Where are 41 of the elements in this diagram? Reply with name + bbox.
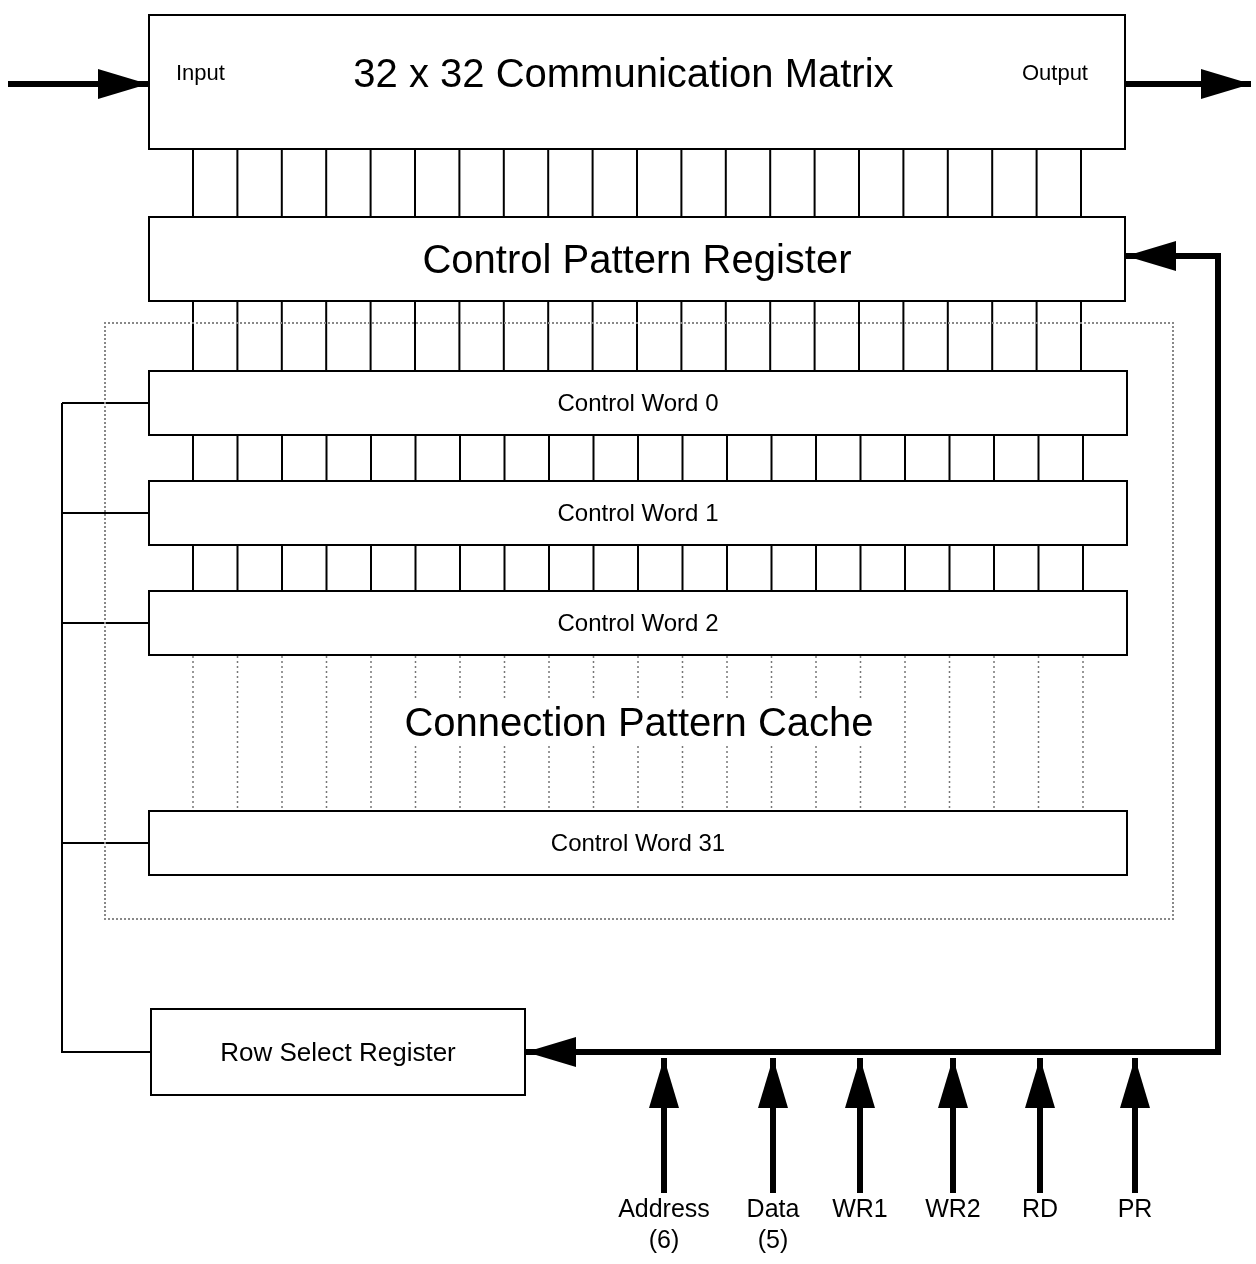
arrow [758,1058,788,1193]
wire [61,402,151,1053]
signal-label: Data (5) [738,1193,808,1263]
signal-label: RD [1005,1193,1075,1233]
arrow [8,69,148,99]
signal-label: PR [1100,1193,1170,1233]
box-label: Row Select Register [220,1036,456,1068]
bus-lines [192,435,1084,481]
word-box [148,810,1128,876]
box-label: Control Word 31 [550,829,726,857]
signal-label: WR1 [825,1193,895,1233]
port-label: Output [1021,60,1088,86]
arrow [1025,1058,1055,1193]
signal-label: WR2 [918,1193,988,1233]
arrow [845,1058,875,1193]
cache-region [104,322,1174,920]
register-box [148,216,1126,302]
box-label: Control Word 0 [557,389,719,417]
bus-lines [192,301,1082,371]
wire [61,512,149,514]
box-label: Control Word 2 [557,609,719,637]
wire [61,622,149,624]
word-box [148,370,1128,436]
box-title: 32 x 32 Communication Matrix [353,50,894,96]
bus-lines [192,149,1082,217]
arrow [1120,1058,1150,1193]
bus-lines [192,545,1084,591]
arrow [649,1058,679,1193]
word-box [148,480,1128,546]
box-label: Control Pattern Register [422,236,852,282]
word-box [148,590,1128,656]
box-label: Control Word 1 [557,499,719,527]
matrix-box [148,14,1126,150]
port-label: Input [176,60,225,86]
arrow [526,1037,1135,1067]
arrow [1126,69,1251,99]
wire [61,402,149,404]
signal-label: Address (6) [600,1193,728,1263]
register-box [150,1008,526,1096]
arrow [938,1058,968,1193]
wire [61,842,149,844]
